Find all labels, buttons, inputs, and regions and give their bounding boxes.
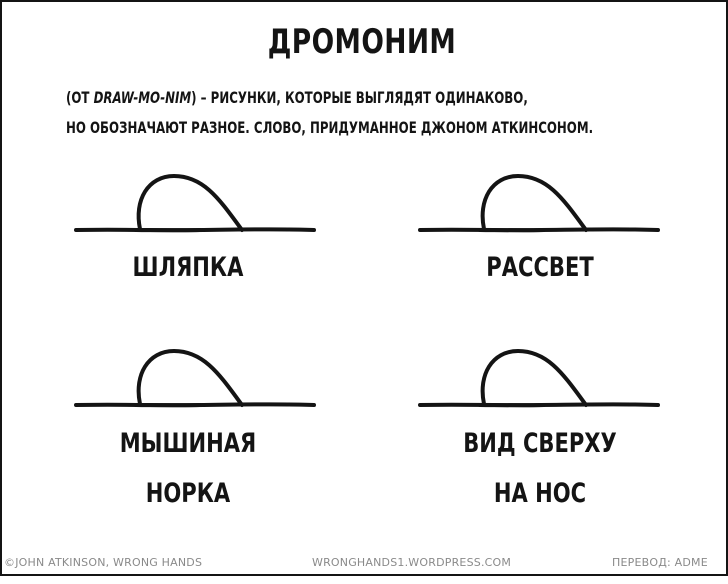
caption-nose-line-1: ВИД СВЕРХУ bbox=[463, 428, 617, 459]
caption-hat: ШЛЯПКА bbox=[132, 252, 244, 283]
credit-translation: ПЕРЕВОД: ADME bbox=[612, 556, 708, 569]
caption-mouse-hole-line-2: НОРКА bbox=[145, 478, 231, 509]
dromonym-drawing-sunrise bbox=[418, 174, 660, 233]
dromonym-drawing-hat bbox=[74, 174, 316, 233]
caption-sunrise: РАССВЕТ bbox=[486, 252, 594, 283]
definition-line-1-rest: ) – РИСУНКИ, КОТОРЫЕ ВЫГЛЯДЯТ ОДИНАКОВО, bbox=[191, 88, 528, 107]
definition-line-1-open: (ОТ bbox=[66, 88, 94, 107]
definition-line-1: (ОТ DRAW-MO-NIM) – РИСУНКИ, КОТОРЫЕ ВЫГЛ… bbox=[66, 88, 528, 107]
credit-website: WRONGHANDS1.WORDPRESS.COM bbox=[312, 556, 512, 569]
definition-line-2: НО ОБОЗНАЧАЮТ РАЗНОЕ. СЛОВО, ПРИДУМАННОЕ… bbox=[66, 118, 594, 137]
credit-author: ©JOHN ATKINSON, WRONG HANDS bbox=[4, 556, 203, 569]
caption-mouse-hole-line-1: МЫШИНАЯ bbox=[119, 428, 257, 459]
dromonym-drawing-mouse-hole bbox=[74, 349, 316, 408]
definition-pronunciation: DRAW-MO-NIM bbox=[93, 88, 192, 107]
page-title: ДРОМОНИМ bbox=[267, 22, 457, 62]
caption-nose-line-2: НА НОС bbox=[493, 478, 587, 509]
dromonym-drawing-nose-top-view bbox=[418, 349, 660, 408]
